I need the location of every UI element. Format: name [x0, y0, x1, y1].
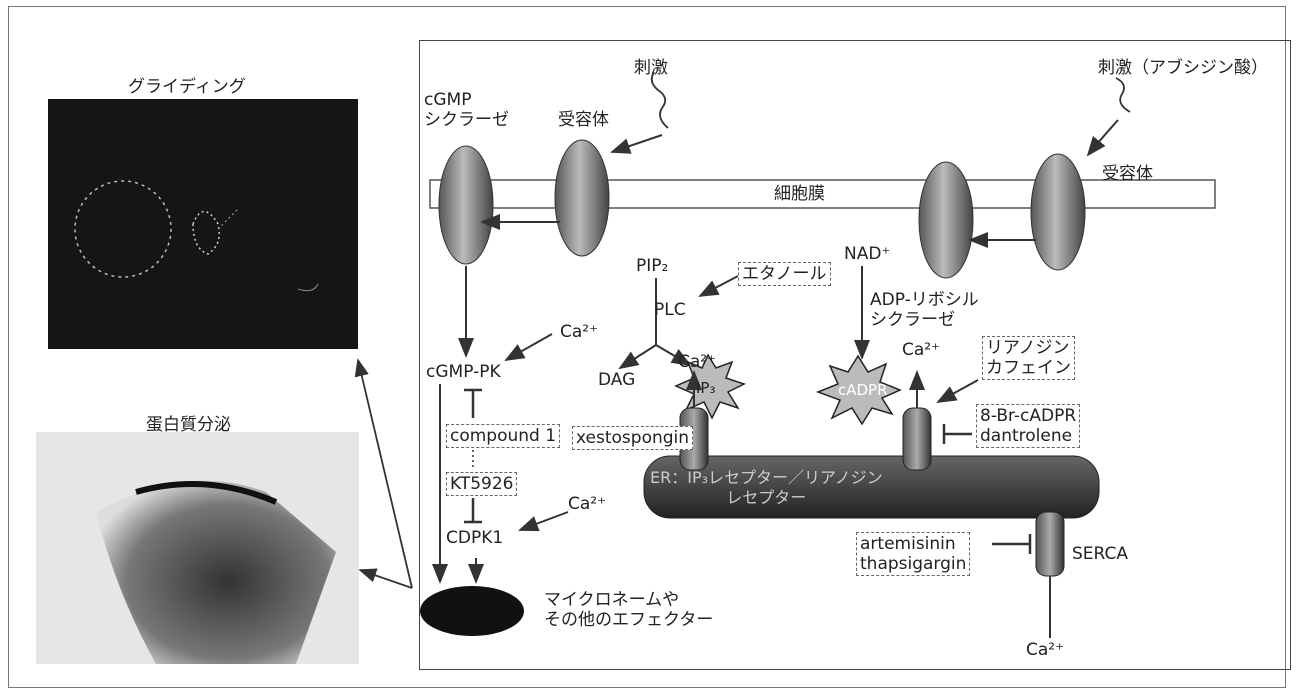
caffeine-to-ryr-arrow: [938, 380, 978, 402]
serca-channel: [1036, 512, 1064, 576]
artemisinin-thapsigargin-box: artemisinin thapsigargin: [856, 532, 970, 576]
to-gliding-arrow: [358, 360, 412, 588]
stimulus2-label: 刺激（アブシジン酸）: [1098, 58, 1268, 78]
stimulus1-label: 刺激: [634, 58, 668, 78]
adpr-cyclase-label: ADP-リボシル シクラーゼ: [870, 290, 979, 330]
cgmppk-label: cGMP-PK: [426, 362, 501, 382]
dantrolene-inhibit: [944, 424, 972, 444]
kt5926-inhibit-cdpk1: [464, 498, 482, 522]
membrane-label: 細胞膜: [774, 184, 825, 204]
ethanol-box: エタノール: [738, 262, 831, 286]
ryanodine-caffeine-box: リアノジン カフェイン: [982, 336, 1075, 380]
br-cadpr-dantrolene-box: 8-Br-cADPR dantrolene: [976, 404, 1080, 448]
artemisinin-inhibit: [992, 534, 1030, 554]
compound1-box: compound 1: [446, 424, 560, 448]
ca-label-3: Ca²⁺: [902, 340, 940, 360]
ryanodine-receptor-channel: [903, 408, 931, 470]
cdpk1-label: CDPK1: [446, 528, 503, 548]
receptor2-oval: [1031, 154, 1085, 270]
compound1-inhibit-cgmppk: [464, 390, 482, 418]
ca-label-1: Ca²⁺: [560, 322, 598, 342]
effector-label: マイクロネームや その他のエフェクター: [544, 590, 713, 630]
plc-label: PLC: [654, 300, 686, 320]
ca-label-5: Ca²⁺: [1026, 640, 1064, 660]
stimulus2-squiggle: [1116, 78, 1130, 112]
cgmp-cyclase-oval: [439, 146, 493, 264]
stimulus2-arrow: [1088, 120, 1118, 155]
ca-label-2: Ca²⁺: [678, 352, 716, 372]
ip3-label: IP₃: [696, 378, 715, 398]
cadpr-label: cADPR: [838, 380, 888, 400]
serca-label: SERCA: [1072, 544, 1128, 564]
adpr-cyclase-oval: [919, 162, 973, 278]
ca-to-cgmppk-arrow: [506, 334, 552, 360]
ca-to-cdpk1-arrow: [520, 512, 568, 530]
receptor1-label: 受容体: [558, 110, 609, 130]
cgmp-cyclase-label: cGMP シクラーゼ: [424, 90, 509, 130]
to-dag-arrow: [620, 345, 656, 368]
dag-label: DAG: [598, 370, 635, 390]
nad-label: NAD⁺: [844, 244, 890, 264]
er-label: ER：IP₃レセプター／リアノジン レセプター: [650, 468, 883, 508]
receptor1-oval: [555, 140, 609, 256]
ca-label-4: Ca²⁺: [568, 494, 606, 514]
stimulus1-squiggle: [652, 72, 668, 128]
to-secretion-arrow: [360, 570, 412, 588]
stimulus1-arrow: [612, 135, 662, 152]
xestospongin-box: xestospongin: [572, 426, 693, 450]
receptor2-label: 受容体: [1102, 164, 1153, 184]
effector-oval: [420, 586, 524, 636]
pip2-label: PIP₂: [636, 256, 668, 276]
kt5926-box: KT5926: [446, 472, 517, 496]
ethanol-to-plc-arrow: [700, 276, 738, 296]
